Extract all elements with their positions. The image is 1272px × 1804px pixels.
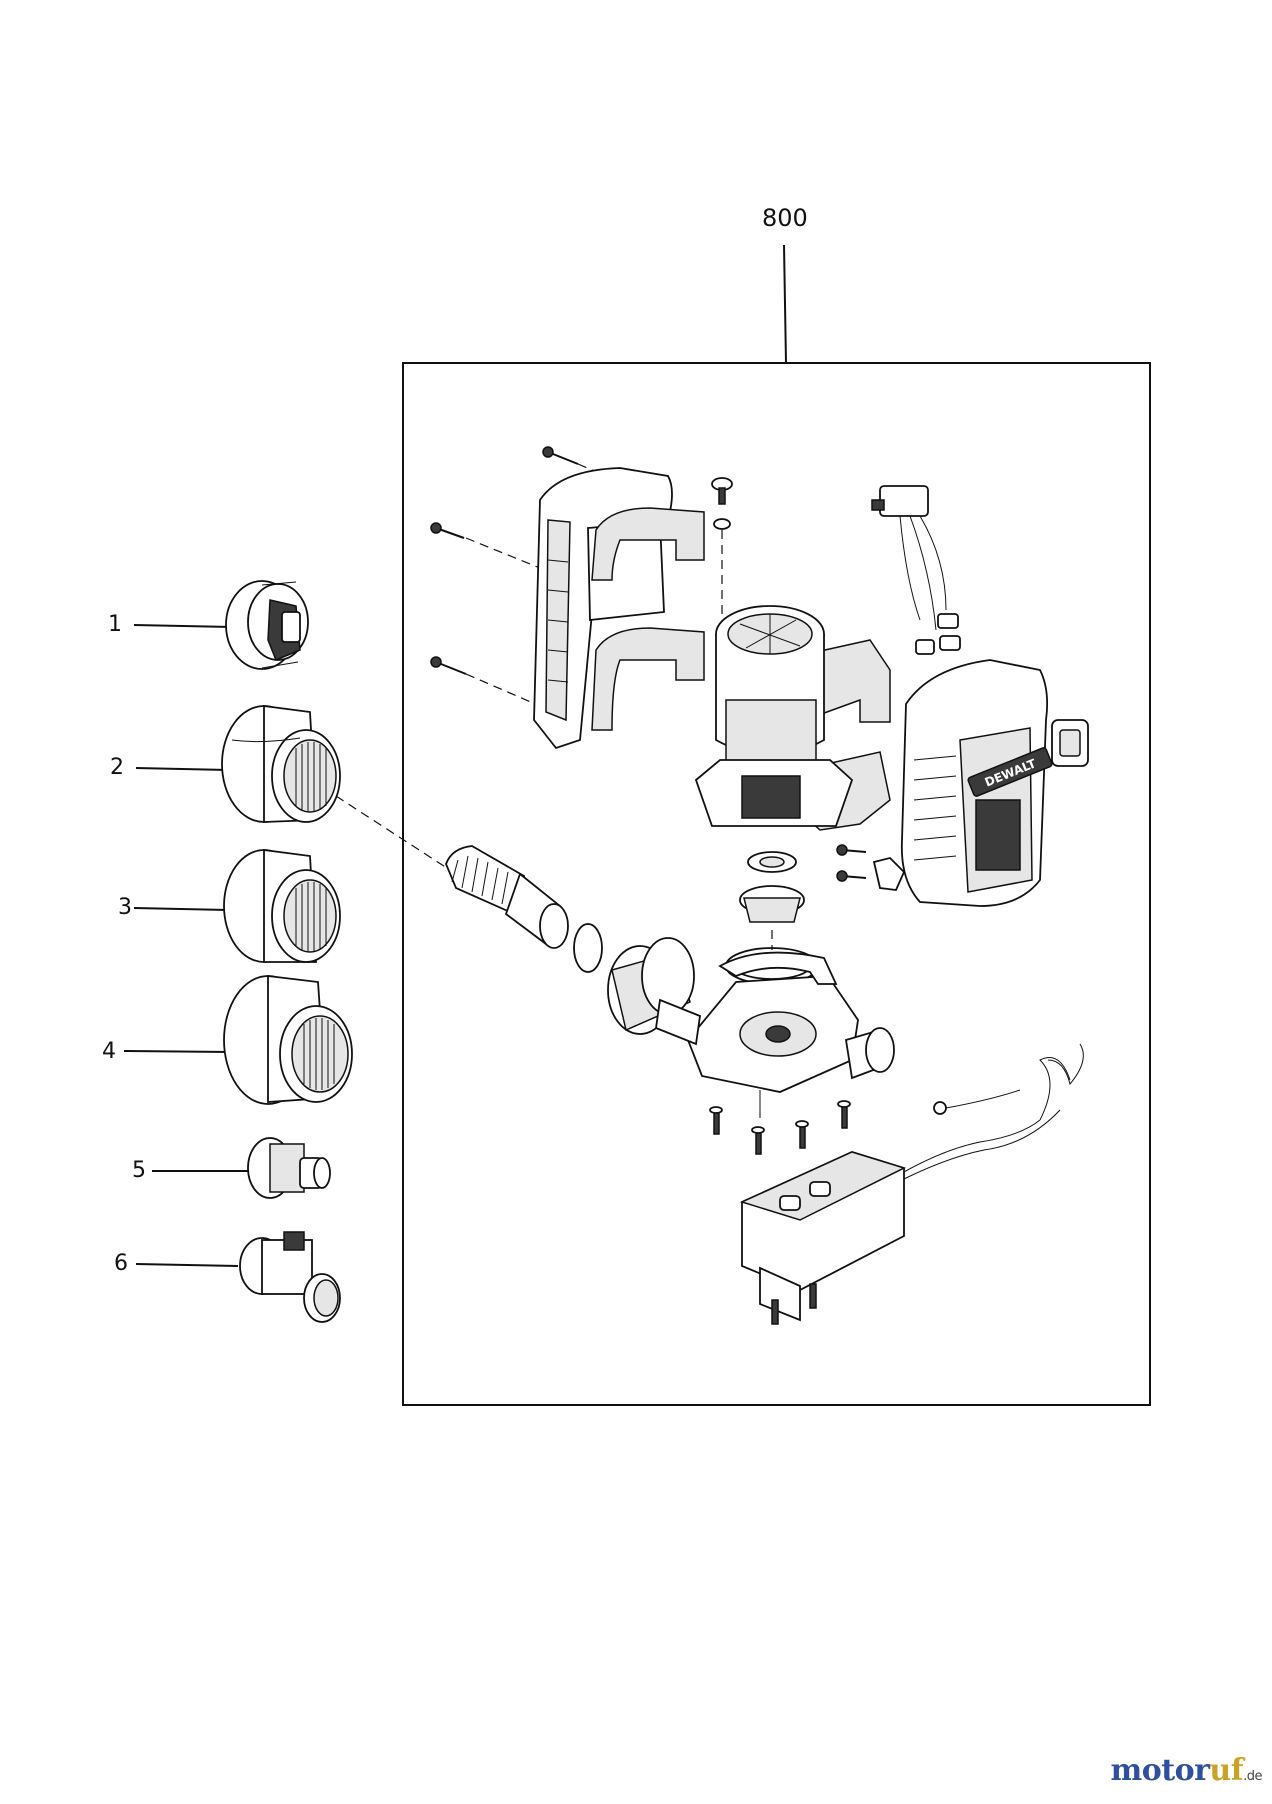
power-cable xyxy=(889,1043,1084,1187)
pump-base xyxy=(655,951,895,1093)
callout-1: 1 xyxy=(108,612,122,637)
part-3-threaded-adapter xyxy=(223,848,341,963)
part-1-adapter xyxy=(225,580,309,670)
callout-5: 5 xyxy=(132,1158,146,1183)
cover-screws xyxy=(836,844,906,891)
motor-unit xyxy=(694,605,854,827)
callout-4: 4 xyxy=(102,1039,116,1064)
brand-watermark: motoruf.de xyxy=(1110,1753,1262,1788)
intake-strainer xyxy=(445,845,695,1035)
brand-suffix: .de xyxy=(1243,1769,1262,1784)
brand-main: motor xyxy=(1110,1753,1210,1788)
motor-screw xyxy=(711,477,733,620)
callout-3: 3 xyxy=(118,895,132,920)
wiring-harness xyxy=(871,485,961,655)
base-screws xyxy=(709,1090,851,1155)
brand-accent: uf xyxy=(1209,1753,1244,1788)
control-plug xyxy=(739,1151,907,1325)
callout-6: 6 xyxy=(114,1251,128,1276)
label-800: 800 xyxy=(762,204,808,232)
axis-dashed-line xyxy=(335,795,451,871)
part-5-fitting xyxy=(247,1137,331,1199)
front-cover: DEWALT xyxy=(900,659,1089,907)
assembly-frame xyxy=(402,244,1151,1406)
part-6-connector xyxy=(239,1231,341,1323)
part-4-large-adapter xyxy=(223,974,353,1105)
callout-leaders xyxy=(123,624,252,1267)
callout-2: 2 xyxy=(110,755,124,780)
part-2-threaded-adapter xyxy=(221,704,341,823)
